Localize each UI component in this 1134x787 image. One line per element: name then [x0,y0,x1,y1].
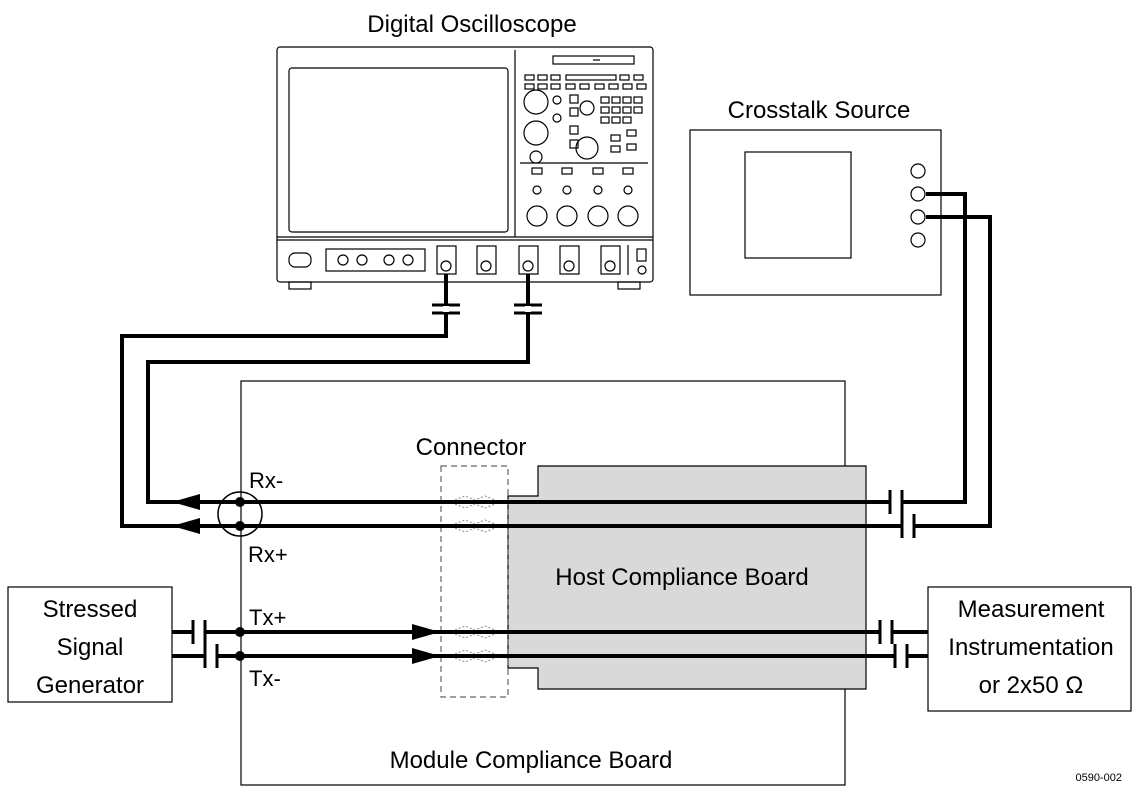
connector-pins [454,495,496,663]
generator-label-line2: Signal [57,634,124,661]
tx-minus-arrow [412,648,440,664]
rx-plus-cable [120,274,448,528]
stressed-signal-generator [7,586,173,703]
scope-channel-inputs [436,245,647,275]
generator-label-line3: Generator [36,672,144,699]
measurement-instrumentation [927,586,1132,712]
crosstalk-source [689,129,942,296]
scope-controls [520,74,648,227]
rx-minus-cable [146,274,530,504]
crosstalk-cable-2 [914,215,992,528]
cables [120,192,992,658]
figure-id: 0590-002 [1076,772,1123,784]
measurement-label-line2: Instrumentation [948,634,1113,661]
rx-plus-arrow [172,518,200,534]
tx-minus-label: Tx- [249,666,281,691]
measurement-label-line1: Measurement [958,596,1105,623]
measurement-label-line3: or 2x50 Ω [979,672,1084,699]
host-board-label: Host Compliance Board [555,564,808,591]
scope-capacitors [432,303,542,315]
module-board-label: Module Compliance Board [390,747,673,774]
scope-screen [288,67,509,233]
scope-body [276,46,654,283]
crosstalk-screen [744,151,852,259]
signal-arrows [172,494,440,664]
oscilloscope [276,46,654,290]
crosstalk-box [689,129,942,296]
tx-capacitors-left [191,620,219,668]
rx-minus-arrow [172,494,200,510]
generator-label-line1: Stressed [43,596,138,623]
tx-capacitors-right [878,620,909,668]
tx-plus-label: Tx+ [249,605,286,630]
junction-dots [235,497,245,661]
connector [440,465,509,698]
rx-probe-point [217,491,263,537]
connector-title: Connector [416,434,527,461]
crosstalk-title: Crosstalk Source [728,97,911,124]
oscilloscope-title: Digital Oscilloscope [367,11,576,38]
crosstalk-cable-1 [902,192,967,504]
rx-plus-label: Rx+ [248,542,288,567]
rx-minus-label: Rx- [249,468,283,493]
tx-plus-arrow [412,624,440,640]
